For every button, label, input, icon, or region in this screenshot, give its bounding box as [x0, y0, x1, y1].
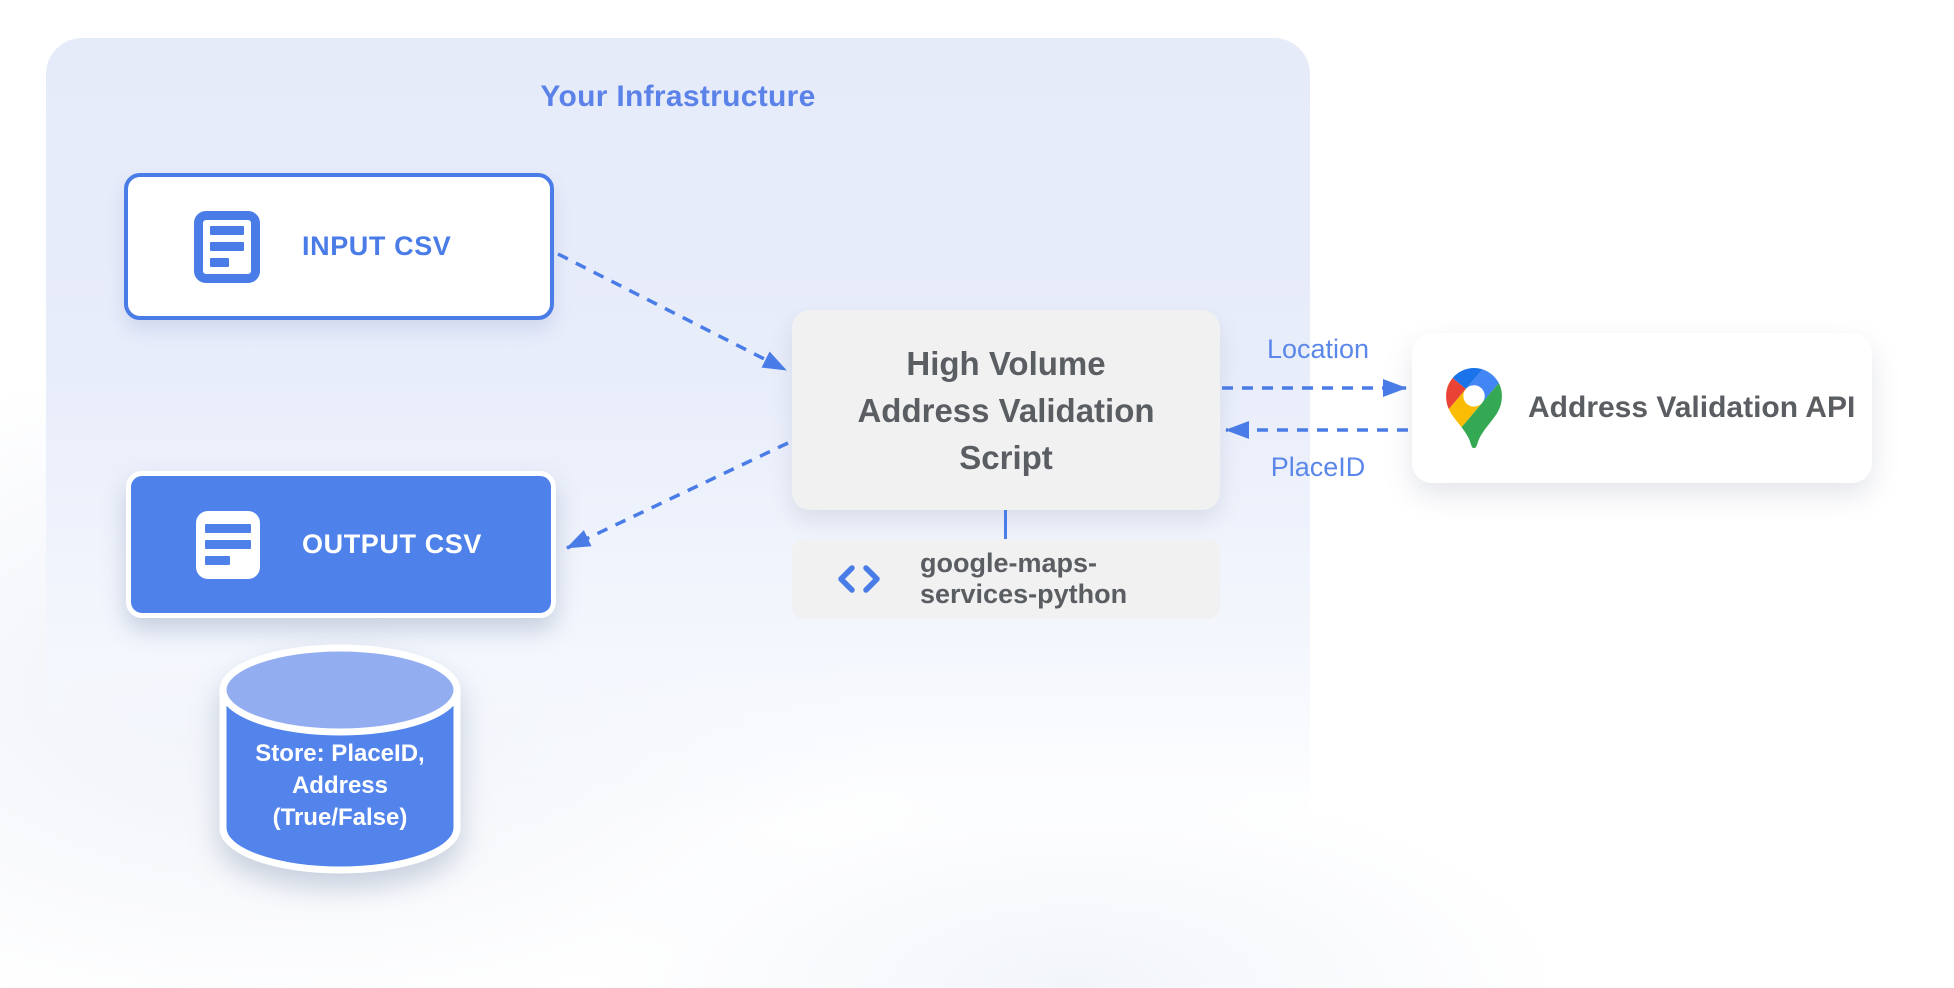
script-title-line3: Script — [959, 438, 1053, 476]
api-node: Address Validation API — [1412, 333, 1872, 483]
script-title-line1: High Volume — [906, 344, 1106, 382]
script-library-connector — [1004, 510, 1007, 539]
input-csv-node: INPUT CSV — [124, 173, 554, 320]
script-title-line2: Address Validation — [857, 391, 1155, 429]
library-label-line2: services-python — [920, 579, 1128, 609]
panel-title: Your Infrastructure — [540, 80, 816, 113]
output-csv-label: OUTPUT CSV — [302, 529, 483, 559]
document-icon — [196, 510, 260, 579]
edge-label-placeid: PlaceID — [1270, 452, 1366, 482]
google-maps-pin-icon — [1446, 368, 1502, 448]
library-node: google-maps- services-python — [792, 539, 1220, 619]
datastore-label-line3: (True/False) — [272, 804, 408, 831]
input-csv-label: INPUT CSV — [302, 231, 452, 261]
datastore-label: Store: PlaceID, Address (True/False) — [212, 738, 468, 834]
datastore-node — [212, 636, 468, 882]
script-node: High Volume Address Validation Script — [792, 310, 1220, 510]
api-label: Address Validation API — [1528, 391, 1856, 424]
document-icon — [194, 210, 260, 283]
output-csv-node: OUTPUT CSV — [126, 471, 556, 618]
edge-label-location: Location — [1266, 334, 1370, 364]
datastore-label-line2: Address — [291, 772, 389, 799]
library-label: google-maps- services-python — [920, 548, 1127, 610]
datastore-label-line1: Store: PlaceID, — [255, 740, 425, 767]
database-cylinder-icon — [219, 644, 461, 874]
code-icon — [838, 565, 880, 593]
library-label-line1: google-maps- — [920, 548, 1098, 578]
